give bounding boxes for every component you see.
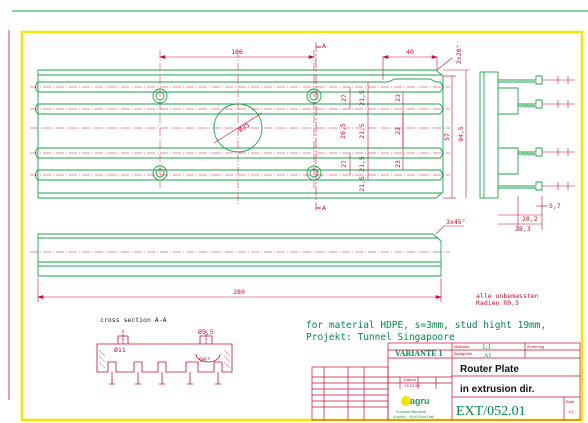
dim-groove-2: 27 (340, 160, 348, 168)
dim-spacing-2: 23 (394, 127, 402, 135)
drawing-title-line1: Router Plate (460, 364, 519, 375)
cross-section-profile (96, 330, 233, 385)
end-view (479, 71, 543, 199)
dim-groove-1: 27 (340, 94, 348, 102)
cross-dim-top: Ø5,5 (198, 328, 214, 336)
dim-web-4: 21,5 (358, 176, 366, 192)
company-line1: Kunststofftechnik (396, 409, 426, 414)
date-value: 13.12.96 (404, 383, 420, 388)
rail-1 (38, 78, 440, 83)
dim-hole-spacing: 106 (231, 48, 243, 56)
dim-end-b: 28,3 (515, 225, 531, 233)
logo-text: agru (410, 396, 430, 406)
drawing-title-line2: in extrusion dir. (460, 384, 535, 395)
radius-note-line1: alle unbemassten (476, 292, 539, 300)
dim-chamfer-top: 2x20° (455, 44, 463, 64)
dim-end-c: 5,7 (549, 202, 561, 210)
side-view-dimensions (36, 225, 464, 302)
dim-web-1: 21,5 (358, 90, 366, 106)
date-label: Datum (404, 377, 416, 382)
scale-label: Maßstab (454, 344, 470, 349)
dim-length: 280 (233, 288, 245, 296)
variant-label: VARIANTE 1 (395, 349, 443, 358)
material-note-line2: Projekt: Tunnel Singapoore (306, 332, 455, 343)
plan-view (35, 69, 444, 199)
end-view-studs (542, 76, 575, 190)
cross-section-hatch (98, 349, 231, 369)
side-view (37, 233, 442, 277)
dim-center-pitch: 26,5 (339, 123, 347, 139)
dim-end-a: 20,2 (522, 215, 538, 223)
dim-right-offset: 40 (406, 48, 414, 56)
revisions-header: Änderung (527, 344, 544, 349)
dim-web-3: 21,5 (358, 156, 366, 172)
dim-chamfer: 3x45° (446, 218, 466, 226)
format-value: A1 (484, 353, 491, 359)
section-marker-top: A (322, 42, 326, 50)
title-block-grid (311, 342, 581, 421)
cross-dim-angle: 90° (199, 356, 211, 364)
plate-outline (37, 69, 444, 199)
sheet-label: Blatt (566, 399, 575, 404)
section-marker-bottom: A (322, 204, 326, 212)
end-view-dimensions (498, 196, 548, 230)
end-view-hatch (521, 103, 535, 157)
drawing-number: EXT/052.01 (456, 404, 526, 419)
dim-hole-diameter: Ø35 (237, 121, 251, 134)
cross-section-title: cross section A-A (100, 316, 167, 324)
material-note-line1: for material HDPE, s=3mm, stud hight 19m… (306, 320, 546, 331)
agru-logo: agru (401, 396, 430, 406)
cross-dim-small: Ø11 (114, 346, 126, 354)
drawing-frame (20, 30, 584, 422)
plan-dimensions (158, 42, 470, 210)
dim-web-2: 21,5 (358, 123, 366, 139)
company-line2: Austria - 4540 Bad Hall (393, 414, 434, 419)
dim-spacing-3: 23 (394, 160, 402, 168)
dim-overall-height: 94,5 (457, 126, 465, 142)
dim-inner-height: 57 (443, 133, 451, 141)
format-label: Blattgröße (454, 351, 473, 356)
radius-note-line2: Radien R0,5 (476, 299, 519, 307)
sheet-value: 1/1 (568, 409, 574, 414)
rail-end-right (439, 81, 443, 181)
scale-value: 1:1 (482, 343, 491, 351)
dim-spacing-1: 23 (394, 94, 402, 102)
